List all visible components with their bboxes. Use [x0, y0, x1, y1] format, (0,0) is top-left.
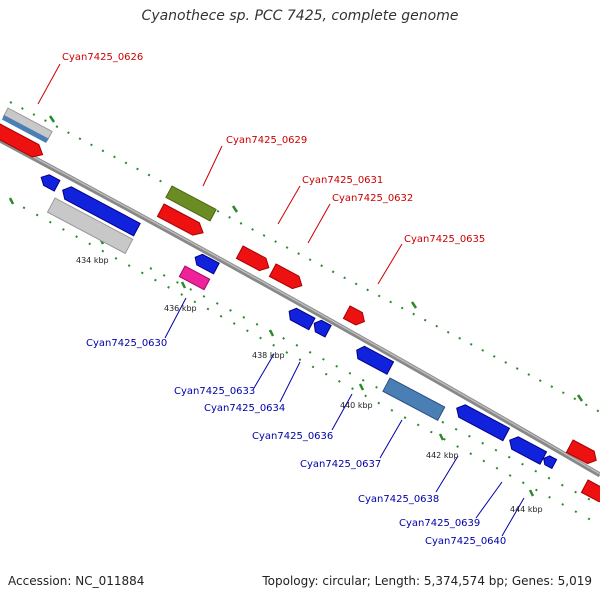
gene-label-0634: Cyan7425_0634 — [204, 403, 285, 414]
leader-0638 — [435, 455, 459, 493]
gene-0631-red — [235, 245, 270, 272]
gene-gray-inner — [46, 197, 134, 255]
gene-right-red-2 — [580, 479, 600, 503]
gene-blue-3 — [194, 253, 220, 275]
gene-0629-olive — [165, 185, 217, 222]
gene-blue-1 — [40, 174, 61, 192]
leader-0632 — [307, 203, 331, 244]
gene-0633-blue — [288, 307, 316, 331]
gene-0626-gray — [1, 107, 53, 143]
gene-0639-blue — [509, 436, 548, 465]
leader-0630 — [164, 297, 187, 339]
gene-0629-red — [156, 203, 204, 236]
gene-label-0631: Cyan7425_0631 — [302, 175, 383, 186]
inner-tick-ring — [9, 199, 600, 526]
kbp-label-436: 436 kbp — [164, 304, 197, 313]
genome-backbone — [0, 137, 600, 478]
leader-0629 — [202, 145, 223, 187]
gene-0636-blue — [356, 345, 395, 375]
gene-label-0637: Cyan7425_0637 — [300, 459, 381, 470]
gene-0638-blue — [456, 404, 511, 442]
gene-0640-blue — [543, 455, 558, 470]
gene-label-0638: Cyan7425_0638 — [358, 494, 439, 505]
gene-0637-steel — [382, 377, 446, 422]
leader-0631 — [277, 185, 301, 225]
gene-label-0636: Cyan7425_0636 — [252, 431, 333, 442]
gene-label-0640: Cyan7425_0640 — [425, 536, 506, 547]
kbp-label-434: 434 kbp — [76, 256, 109, 265]
gene-0635-red — [342, 305, 365, 326]
leader-0637 — [379, 419, 403, 459]
gene-label-0635: Cyan7425_0635 — [404, 234, 485, 245]
map-title: Cyanothece sp. PCC 7425, complete genome — [141, 8, 459, 24]
leader-0633 — [253, 353, 275, 389]
gene-label-0632: Cyan7425_0632 — [332, 193, 413, 204]
gene-label-0639: Cyan7425_0639 — [399, 518, 480, 529]
leader-0626 — [37, 63, 61, 105]
gene-0632-red — [268, 263, 303, 290]
genome-backbone-highlight — [0, 138, 600, 475]
gene-label-0630: Cyan7425_0630 — [86, 338, 167, 349]
leader-0635 — [377, 243, 403, 285]
gene-right-red-1 — [565, 439, 597, 465]
kbp-label-438: 438 kbp — [252, 351, 285, 360]
outer-major-ticks — [48, 115, 584, 402]
gene-0630-pink — [178, 265, 211, 291]
leader-0634 — [279, 361, 301, 403]
leader-0636 — [331, 393, 353, 431]
genome-stats-text: Topology: circular; Length: 5,374,574 bp… — [262, 574, 592, 588]
gene-label-0633: Cyan7425_0633 — [174, 386, 255, 397]
gene-blue-2 — [62, 186, 141, 237]
gene-0626-red — [0, 123, 44, 158]
kbp-label-442: 442 kbp — [426, 451, 459, 460]
kbp-label-440: 440 kbp — [340, 401, 373, 410]
accession-text: Accession: NC_011884 — [8, 574, 145, 588]
leader-0639 — [475, 481, 503, 519]
gene-label-0629: Cyan7425_0629 — [226, 135, 307, 146]
leader-0640 — [501, 497, 525, 537]
gene-label-0626: Cyan7425_0626 — [62, 52, 143, 63]
gene-0634-blue — [313, 319, 332, 338]
kbp-label-444: 444 kbp — [510, 505, 543, 514]
